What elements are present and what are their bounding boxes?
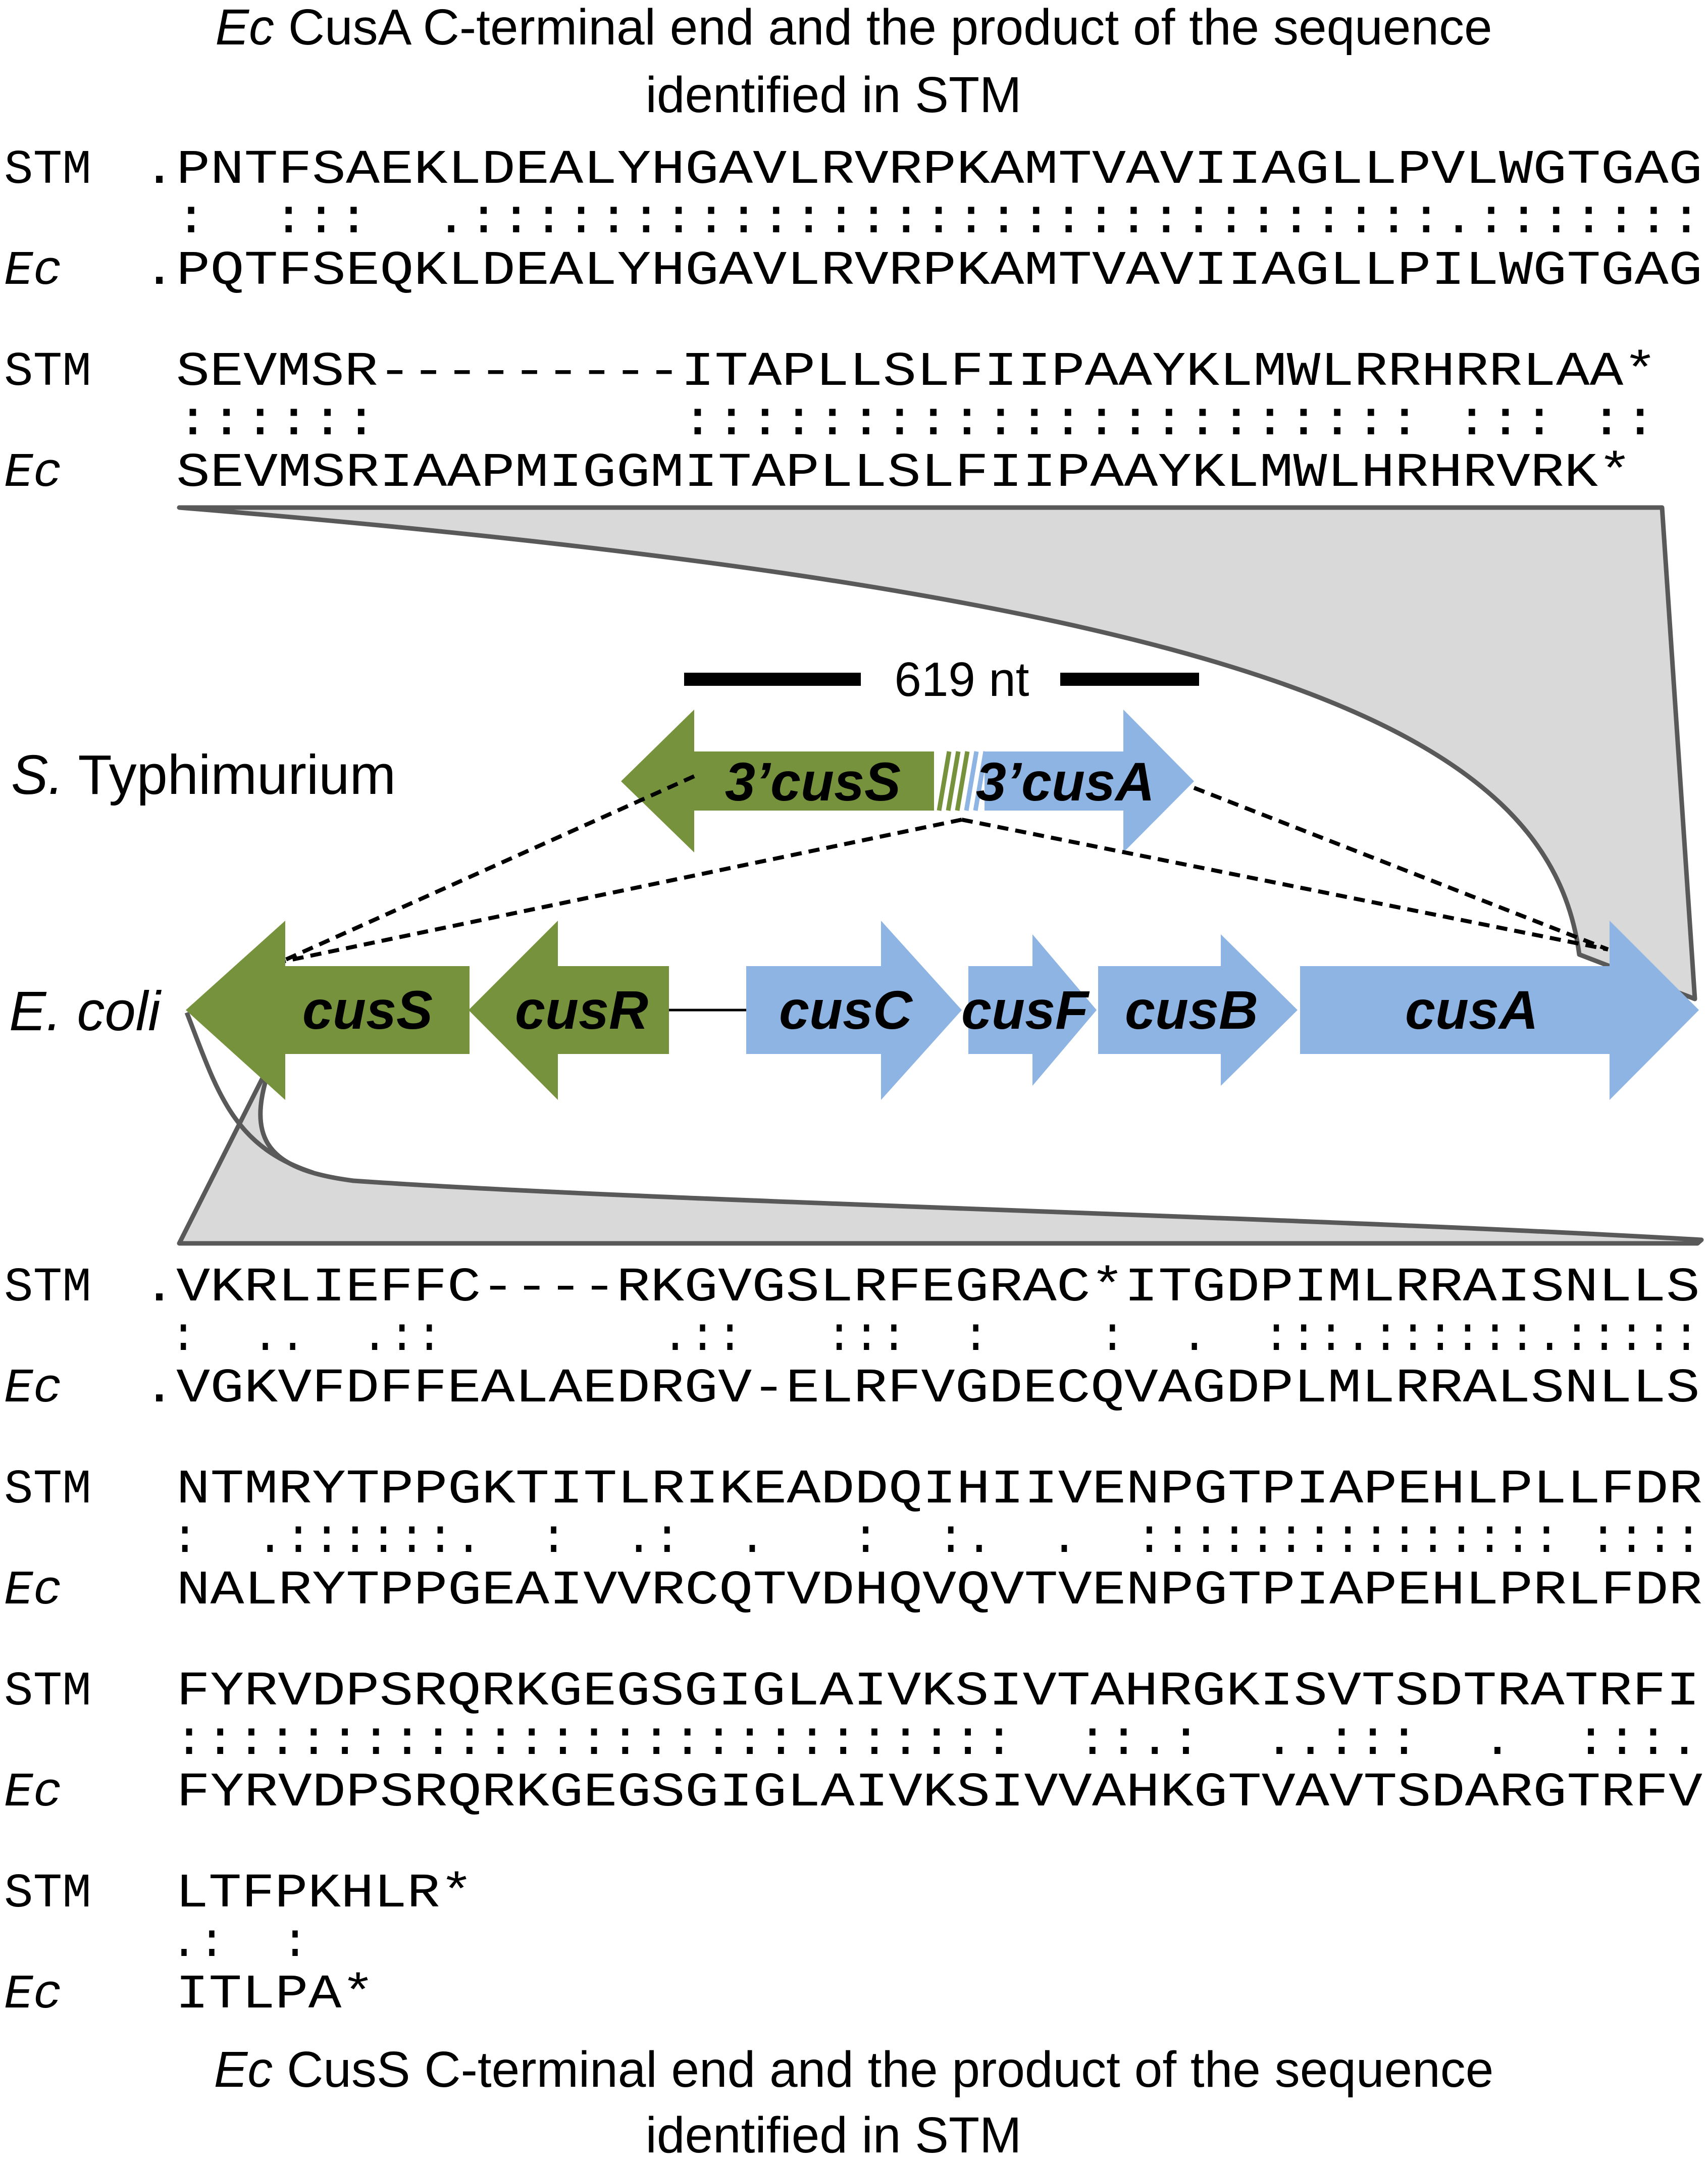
- ecoli-cusr-label: cusR: [515, 979, 648, 1040]
- stm-hatched-junction: [934, 751, 988, 811]
- organism-label-stm: S. Typhimurium: [11, 744, 396, 806]
- top-row-3-seq: .PQTFSEQKLDEALYHGAVLRVRPKAMTVAVIIAGLLPIL…: [142, 243, 1702, 298]
- scale-bar: 619 nt: [684, 652, 1199, 707]
- top-row-6-name: Ec: [4, 445, 62, 500]
- bottom-title-italic: Ec: [214, 2041, 273, 2098]
- ecoli-cusa-arrow: [1300, 921, 1699, 1100]
- stm-locus: 3’cusS 3’cusA: [621, 710, 1194, 852]
- ecoli-cusc-arrow: [746, 921, 962, 1100]
- stm-cuss-label: 3’cusS: [725, 751, 901, 812]
- bottom-row-8-match: ::::::::::::::::::::::::::: ::.: ..::: .…: [142, 1714, 1700, 1769]
- organism-label-ecoli: E. coli: [9, 980, 162, 1042]
- bottom-title-text: CusS C-terminal end and the product of t…: [273, 2041, 1493, 2098]
- bottom-row-6-seq: NALRYTPPGEAIVVRCQTVDHQVQVTVENPGTPIAPEHLP…: [142, 1563, 1702, 1618]
- ecoli-cusf-arrow: [968, 934, 1097, 1086]
- bottom-row-12-seq: ITLPA*: [142, 1967, 375, 2022]
- ecoli-cusf-label: cusF: [961, 979, 1090, 1040]
- bottom-row-9-seq: FYRVDPSRQRKGEGSGIGLAIVKSIVVAHKGTVAVTSDAR…: [142, 1765, 1702, 1820]
- top-title-text: CusA C-terminal end and the product of t…: [274, 0, 1492, 56]
- bottom-row-7-name: STM: [4, 1664, 91, 1719]
- organism-stm-rest: Typhimurium: [64, 744, 396, 806]
- top-wedge: [177, 505, 1697, 1001]
- ecoli-cusc-label: cusC: [779, 979, 913, 1040]
- bottom-wedge-fold: [184, 1012, 314, 1175]
- stm-cusa-arrow: [985, 710, 1194, 852]
- bottom-row-1-name: STM: [4, 1260, 91, 1315]
- bottom-row-4-name: STM: [4, 1462, 91, 1517]
- top-title-line2: identified in STM: [646, 67, 1022, 123]
- bottom-alignment: STM .VKRLIEFFC----RKGVGSLRFEGRAC*ITGDPIM…: [4, 1260, 1702, 2022]
- top-row-1-name: STM: [4, 142, 91, 197]
- ecoli-cusb-label: cusB: [1125, 979, 1258, 1040]
- stm-cusa-label: 3’cusA: [976, 751, 1155, 812]
- top-row-3-name: Ec: [4, 243, 62, 298]
- ecoli-operon: cusS cusR cusC cusF cusB cusA: [186, 921, 1699, 1100]
- bottom-row-9-name: Ec: [4, 1765, 62, 1820]
- bottom-row-5-match: : .::::::. : .: . : :. . :::::::::::::::…: [142, 1512, 1702, 1567]
- bottom-row-7-seq: FYRVDPSRQRKGEGSGIGLAIVKSIVTAHRGKISVTSDTR…: [142, 1664, 1700, 1719]
- ecoli-cuss-label: cusS: [302, 979, 433, 1040]
- bottom-wedge: [177, 1050, 1704, 1246]
- ecoli-cusr-arrow: [469, 921, 669, 1100]
- bottom-row-3-seq: .VGKVFDFFEALAEDRGV-ELRFVGDECQVAGDPLMLRRA…: [142, 1361, 1700, 1416]
- top-title-line1: Ec CusA C-terminal end and the product o…: [215, 0, 1492, 56]
- top-row-5-match: :::::: :::::::::::::::::::::: ::: ::: [142, 394, 1657, 449]
- bottom-row-1-seq: .VKRLIEFFC----RKGVGSLRFEGRAC*ITGDPIMLRRA…: [142, 1260, 1700, 1315]
- top-row-4-seq: SEVMSR---------ITAPLLSLFIIPAAYKLMWLRRHRR…: [142, 344, 1657, 399]
- top-row-1-seq: .PNTFSAEKLDEALYHGAVLRVRPKAMTVAVIIAGLLPVL…: [142, 142, 1702, 197]
- stm-cuss-arrow: [621, 710, 934, 852]
- organism-stm-italic: S.: [11, 744, 64, 806]
- top-row-2-match: : ::: .::::::::::::::::::::::::::::::.::…: [142, 192, 1702, 247]
- ecoli-cusb-arrow: [1098, 934, 1298, 1086]
- bottom-row-2-match: : .. .:: .:: ::: : : . :::.::::::.:::::: [142, 1310, 1700, 1365]
- bottom-row-3-name: Ec: [4, 1361, 62, 1416]
- ecoli-cuss-arrow: [186, 921, 470, 1100]
- top-alignment: STM .PNTFSAEKLDEALYHGAVLRVRPKAMTVAVIIAGL…: [4, 142, 1702, 500]
- bottom-title-line2: identified in STM: [646, 2107, 1022, 2161]
- bottom-row-10-name: STM: [4, 1866, 91, 1921]
- ecoli-cusa-label: cusA: [1405, 979, 1538, 1040]
- bottom-row-4-seq: NTMRYTPPGKTITLRIKEADDQIHIIVENPGTPIAPEHLP…: [142, 1462, 1702, 1517]
- dashed-connectors: [279, 774, 1609, 964]
- bottom-row-6-name: Ec: [4, 1563, 62, 1618]
- top-row-6-seq: SEVMSRIAAPMIGGMITAPLLSLFIIPAAYKLMWLHRHRV…: [142, 445, 1632, 500]
- top-title-italic: Ec: [215, 0, 274, 56]
- top-row-4-name: STM: [4, 344, 91, 399]
- bottom-row-12-name: Ec: [4, 1967, 62, 2022]
- bottom-title-line1: Ec CusS C-terminal end and the product o…: [214, 2041, 1494, 2098]
- bottom-row-10-seq: LTFPKHLR*: [142, 1866, 473, 1921]
- bottom-row-11-match: .: :: [142, 1916, 309, 1971]
- scale-bar-label: 619 nt: [895, 652, 1029, 707]
